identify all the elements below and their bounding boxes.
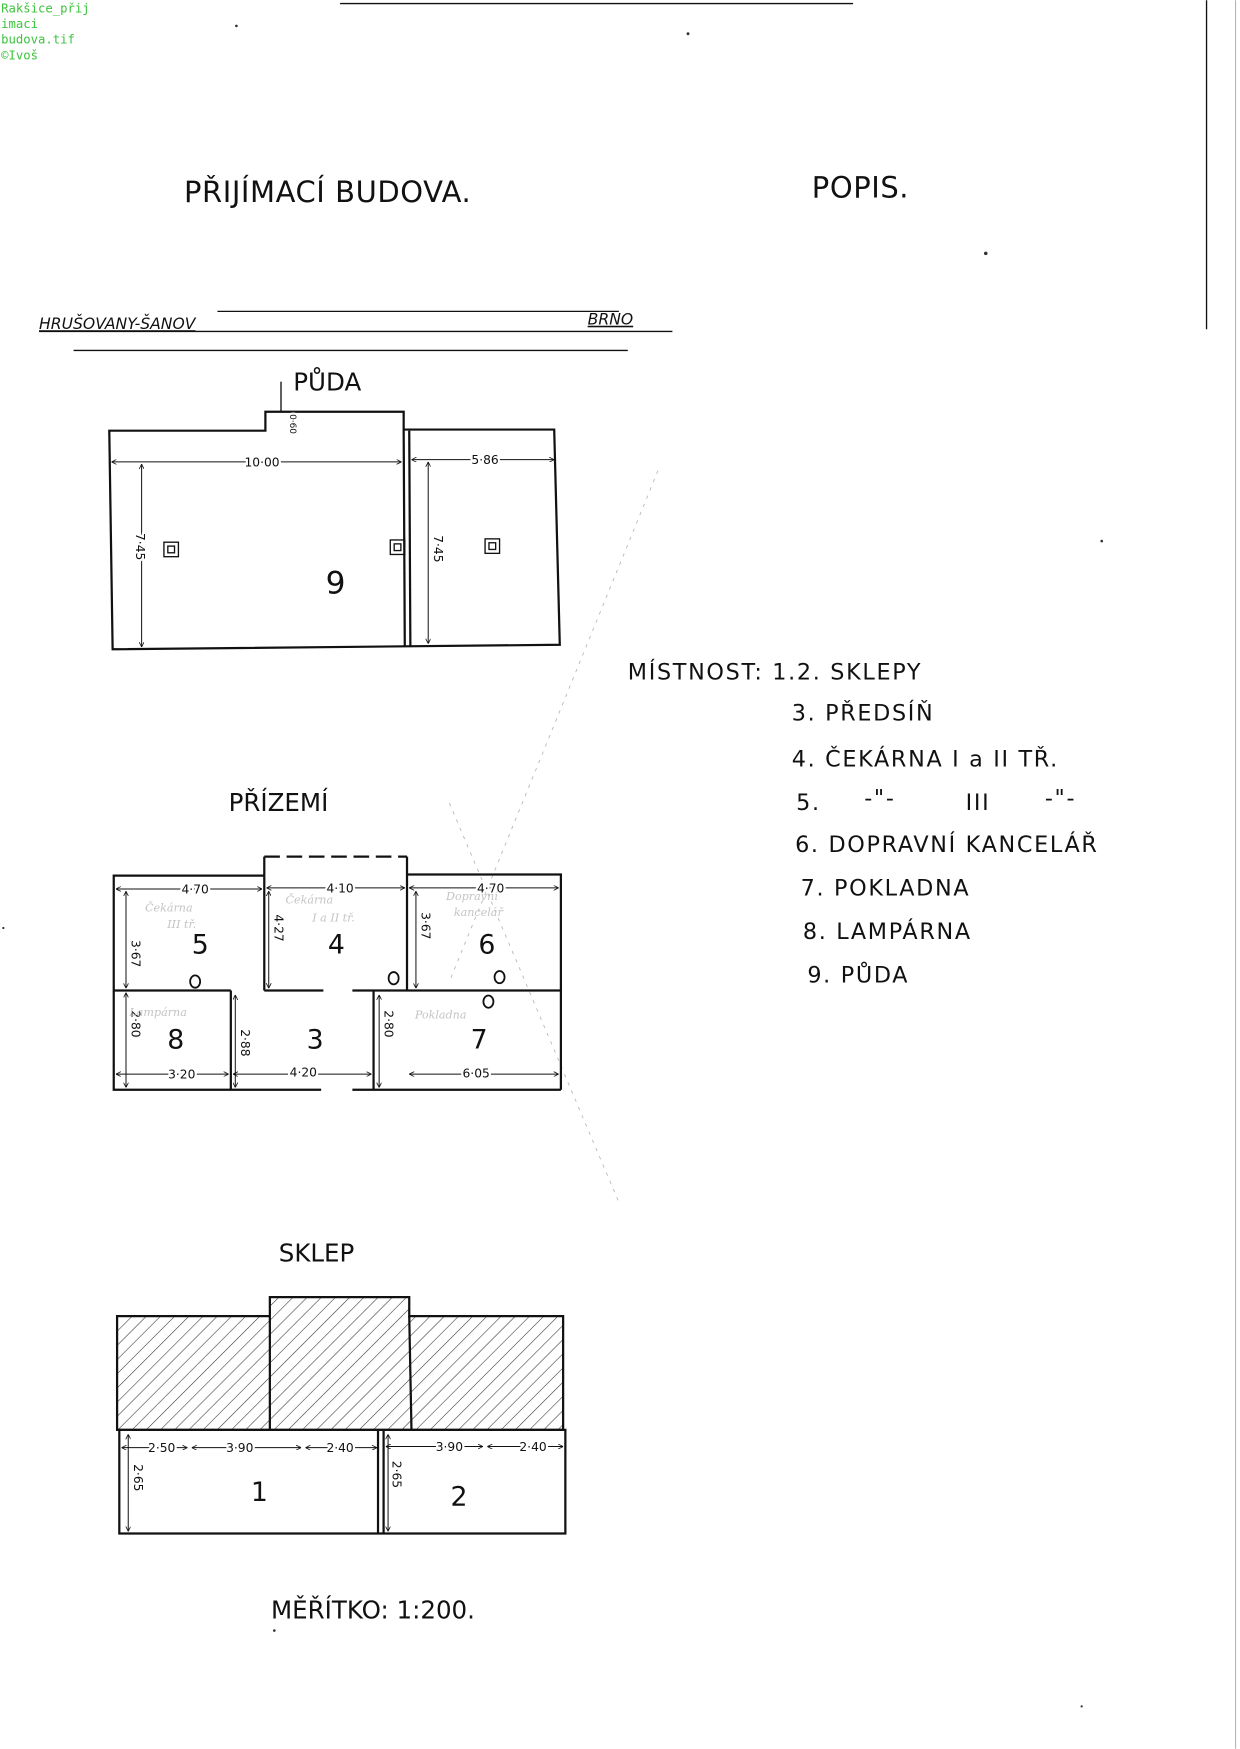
dimension-label: 2·40 — [326, 1441, 353, 1455]
room-number: 5 — [192, 930, 209, 961]
dimension-label: 4·20 — [290, 1065, 317, 1079]
legend-item: 9. PŮDA — [807, 960, 909, 989]
dimension-label: 2·65 — [390, 1461, 404, 1488]
stove-icon — [482, 994, 495, 1009]
room-note: Dopravní — [445, 890, 499, 903]
dimension-label: 2·50 — [148, 1441, 175, 1455]
chimney-icon — [484, 538, 501, 555]
legend-item: 6. DOPRAVNÍ KANCELÁŘ — [795, 830, 1099, 858]
dimension-label: 3·90 — [226, 1441, 253, 1455]
room-number: 1 — [251, 1477, 268, 1508]
chimney-icon — [163, 541, 180, 558]
file-label-line: ©Ivoš — [1, 48, 38, 62]
room-note: III tř. — [166, 918, 196, 931]
legend-ditto-mark: -"- — [864, 785, 895, 811]
room-note: Čekárna — [145, 900, 193, 914]
cellar-unexcavated-hatch — [115, 1296, 565, 1431]
stove-icon — [189, 974, 202, 989]
dimension-label: 0·60 — [287, 414, 297, 434]
dimension-label: 10·00 — [245, 455, 280, 469]
dimension-label: 5·86 — [471, 453, 498, 467]
scale-label: MĚŘÍTKO: 1:200. — [271, 1595, 475, 1624]
legend-item: 4. ČEKÁRNA I a II TŘ. — [792, 744, 1059, 772]
legend-ditto-mark: -"- — [1045, 785, 1076, 811]
room-number: 3 — [307, 1024, 324, 1055]
construction-line — [448, 802, 620, 1203]
dimension-label: 2·40 — [519, 1440, 546, 1454]
dimension-label: 3·90 — [436, 1440, 463, 1454]
room-note: Lampárna — [128, 1006, 187, 1019]
file-label-line: imaci — [1, 17, 38, 31]
room-number: 9 — [326, 565, 346, 601]
dimension-label: 2·88 — [238, 1029, 252, 1056]
legend-class-label: III — [966, 790, 991, 816]
file-label-line: budova.tif — [1, 33, 75, 47]
dimension-label: 4·70 — [182, 882, 209, 896]
route-to-label: BRNO — [588, 311, 634, 329]
ground-floor-inner-walls — [113, 874, 561, 1090]
dimension-label: 2·80 — [382, 1010, 396, 1037]
dimension-label: 3·67 — [419, 912, 433, 939]
construction-line — [448, 470, 659, 982]
room-number: 7 — [471, 1024, 488, 1055]
legend-item: 7. POKLADNA — [801, 876, 971, 902]
room-legend: MÍSTNOST: 1.2. SKLEPY 3. PŘEDSÍŇ 4. ČEKÁ… — [628, 657, 1099, 989]
legend-item: MÍSTNOST: 1.2. SKLEPY — [628, 657, 922, 685]
room-number: 8 — [167, 1024, 184, 1055]
dimension-label: 7·45 — [133, 533, 147, 560]
room-note: kancelář — [454, 906, 505, 919]
dimension-label: 7·45 — [431, 535, 445, 562]
cellar-plan: SKLEP 2·50 3·90 2·40 3·90 2·40 2·65 2·65… — [115, 1238, 567, 1535]
dimension-label: 3·20 — [168, 1068, 195, 1082]
room-note: Čekárna — [285, 892, 333, 906]
stove-icon — [387, 971, 400, 986]
route-from-label: HRUŠOVANY-ŠANOV — [39, 314, 197, 333]
legend-item: 8. LAMPÁRNA — [803, 917, 972, 945]
dimension-label: 2·65 — [131, 1464, 145, 1491]
dimension-label: 4·70 — [477, 881, 504, 895]
attic-divider-wall — [402, 429, 406, 648]
entrance-bay-walls — [263, 856, 409, 876]
route-header: HRUŠOVANY-ŠANOV BRNO — [39, 310, 673, 352]
dimension-label: 4·27 — [271, 914, 285, 941]
cellar-heading: SKLEP — [279, 1238, 355, 1267]
room-number: 6 — [478, 930, 495, 961]
dimension-label: 6·05 — [463, 1066, 490, 1080]
room-number: 4 — [328, 930, 345, 961]
ground-floor-plan: PŘÍZEMÍ 4·70 4·10 4·70 3·67 4·27 3·67 2·… — [112, 788, 563, 1091]
dimension-label: 4·10 — [326, 881, 353, 895]
description-title: POPIS. — [812, 171, 909, 205]
attic-outline — [108, 410, 561, 651]
legend-item-number: 5. — [796, 790, 821, 816]
cellar-wall — [408, 1316, 413, 1430]
dimension-label: 3·67 — [129, 940, 143, 967]
attic-heading: PŮDA — [293, 367, 361, 397]
cellar-rooms-outline — [118, 1428, 567, 1535]
ground-floor-heading: PŘÍZEMÍ — [229, 788, 329, 817]
page-title: PŘIJÍMACÍ BUDOVA. — [184, 175, 471, 209]
room-note: Pokladna — [414, 1008, 467, 1021]
chimney-icon — [389, 539, 406, 556]
attic-plan: PŮDA 10·00 5·86 7·45 7·45 0·60 9 — [108, 367, 561, 651]
ground-floor-outer-walls — [112, 873, 563, 1091]
room-note: I a II tř. — [311, 911, 355, 924]
attic-divider-wall — [408, 430, 412, 646]
dimension-label: 2·80 — [129, 1010, 143, 1037]
legend-item: 3. PŘEDSÍŇ — [792, 699, 935, 727]
stove-icon — [493, 970, 506, 985]
scan-noise — [2, 24, 1104, 1708]
file-label-line: Rakšice_přij — [1, 2, 90, 16]
room-number: 2 — [451, 1482, 468, 1513]
file-label: Rakšice_přij imaci budova.tif ©Ivoš — [1, 2, 90, 63]
